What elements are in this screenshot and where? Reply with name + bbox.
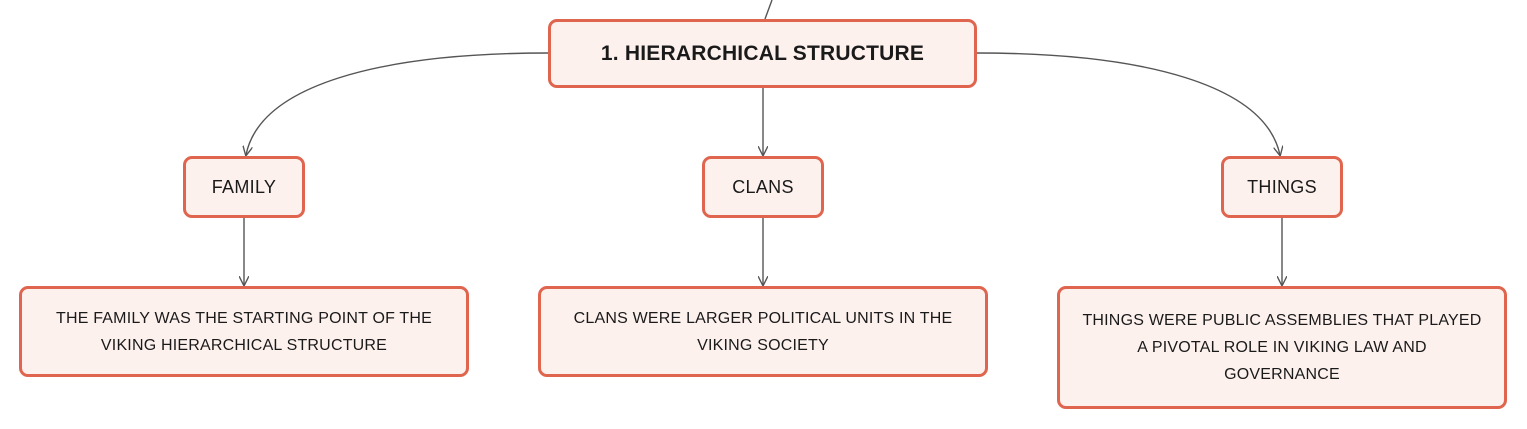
- connector-root-to-things: [976, 52, 1280, 155]
- detail-node-family[interactable]: THE FAMILY WAS THE STARTING POINT OF THE…: [19, 286, 469, 377]
- branch-node-clans[interactable]: CLANS: [702, 156, 824, 218]
- branch-node-label: THINGS: [1247, 176, 1317, 197]
- branch-node-label: FAMILY: [211, 176, 277, 197]
- branch-node-family[interactable]: FAMILY: [183, 156, 305, 218]
- detail-node-clans[interactable]: CLANS WERE LARGER POLITICAL UNITS IN THE…: [538, 286, 988, 377]
- connector-root-to-family: [246, 52, 549, 155]
- detail-node-text: THE FAMILY WAS THE STARTING POINT OF THE…: [55, 309, 433, 354]
- incoming-connector: [764, 0, 773, 20]
- detail-node-text: THINGS WERE PUBLIC ASSEMBLIES THAT PLAYE…: [1082, 312, 1482, 383]
- detail-node-things[interactable]: THINGS WERE PUBLIC ASSEMBLIES THAT PLAYE…: [1057, 286, 1507, 409]
- branch-node-label: CLANS: [732, 176, 794, 197]
- root-node[interactable]: 1. HIERARCHICAL STRUCTURE: [548, 19, 977, 88]
- root-node-label: 1. HIERARCHICAL STRUCTURE: [600, 41, 925, 65]
- detail-node-text: CLANS WERE LARGER POLITICAL UNITS IN THE…: [573, 309, 953, 354]
- branch-node-things[interactable]: THINGS: [1221, 156, 1343, 218]
